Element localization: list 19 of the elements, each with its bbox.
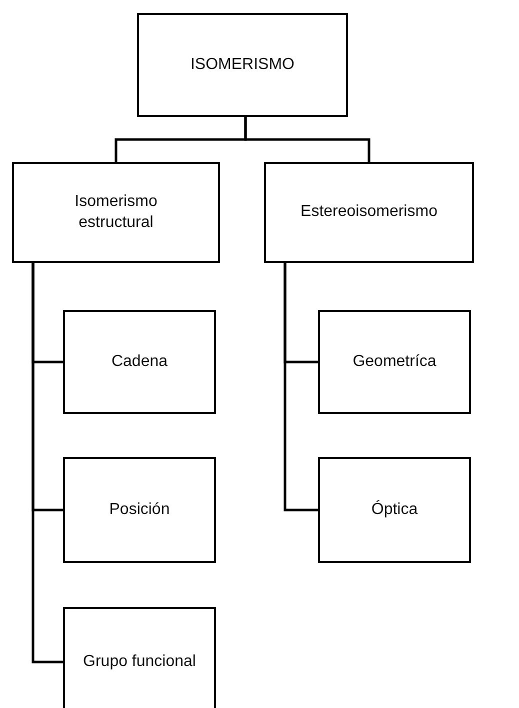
- box-label: Posición: [109, 500, 170, 520]
- category-box: [318, 310, 471, 414]
- box-label: Cadena: [111, 352, 168, 372]
- connector-line: [32, 263, 63, 664]
- box-label: Grupo funcional: [83, 652, 196, 672]
- category-box: [137, 13, 348, 117]
- box-label: Geometríca: [352, 352, 436, 372]
- category-box: [63, 310, 216, 414]
- category-box: [264, 162, 474, 263]
- box-label: ISOMERISMO: [190, 54, 294, 75]
- category-box: [12, 162, 220, 263]
- category-box: [63, 457, 216, 563]
- box-label: Estereoisomerismo: [300, 202, 438, 222]
- connector-line: [244, 117, 370, 162]
- box-label: Isomerismo estructural: [74, 192, 158, 232]
- box-label: Óptica: [371, 500, 418, 520]
- category-box: [318, 457, 471, 563]
- category-box: [63, 607, 216, 708]
- connector-line: [284, 263, 318, 512]
